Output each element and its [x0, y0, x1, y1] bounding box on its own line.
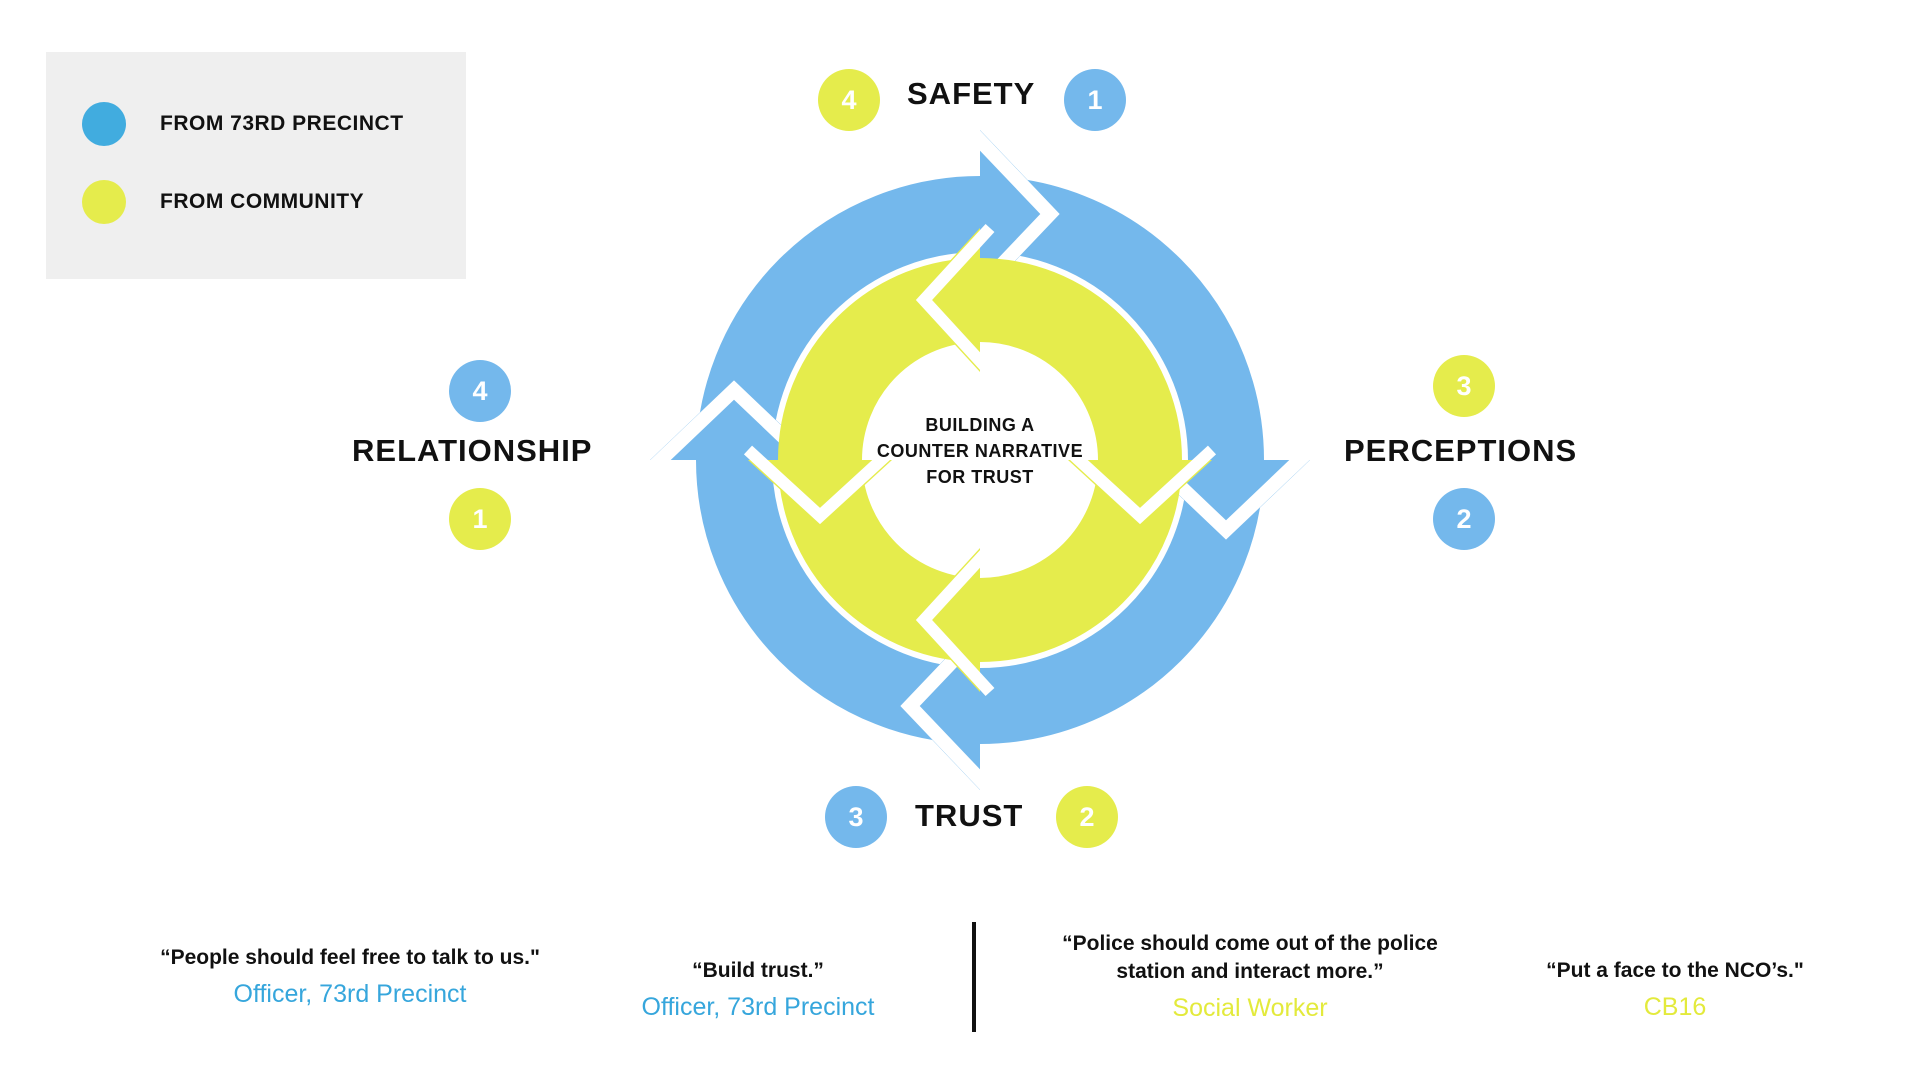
precinct-rank-badge-trust: 3	[825, 786, 887, 848]
center-title-line-1: BUILDING A	[925, 415, 1035, 435]
node-label-safety: SAFETY	[907, 76, 1036, 111]
legend: FROM 73RD PRECINCT FROM COMMUNITY	[46, 52, 466, 279]
quote-source: Officer, 73rd Precinct	[233, 980, 467, 1008]
community-dot-icon	[82, 180, 126, 224]
inner-arrow-gap-right	[1063, 445, 1217, 525]
community-rank-badge-relationship: 1	[449, 488, 511, 550]
node-label-relationship: RELATIONSHIP	[352, 433, 593, 468]
legend-item-community: FROM COMMUNITY	[82, 180, 364, 224]
quote-4: “Put a face to the NCO’s." CB16	[1505, 957, 1845, 1022]
inner-arrow-gap-top	[915, 223, 995, 377]
quote-text: “Put a face to the NCO’s."	[1546, 959, 1804, 982]
quote-source: Officer, 73rd Precinct	[641, 993, 875, 1021]
quote-divider	[972, 922, 976, 1032]
legend-label-community: FROM COMMUNITY	[160, 190, 365, 213]
precinct-rank-badge-safety: 1	[1064, 69, 1126, 131]
quote-1: “People should feel free to talk to us."…	[110, 944, 590, 1009]
quote-3: “Police should come out of the police st…	[1040, 930, 1460, 1023]
inner-arrow-gap-left	[743, 445, 897, 525]
center-title: BUILDING A COUNTER NARRATIVE FOR TRUST	[840, 412, 1120, 490]
legend-label-precinct: FROM 73RD PRECINCT	[160, 112, 404, 135]
quote-text: “Police should come out of the police st…	[1062, 932, 1438, 983]
outer-precinct-ring	[645, 125, 1315, 795]
quote-text: “People should feel free to talk to us."	[160, 946, 540, 969]
precinct-dot-icon	[82, 102, 126, 146]
quote-2: “Build trust.” Officer, 73rd Precinct	[608, 957, 908, 1022]
quote-text: “Build trust.”	[692, 959, 824, 982]
precinct-rank-badge-relationship: 4	[449, 360, 511, 422]
node-label-trust: TRUST	[915, 798, 1024, 833]
community-rank-badge-perceptions: 3	[1433, 355, 1495, 417]
center-title-line-3: FOR TRUST	[926, 467, 1034, 487]
community-rank-badge-safety: 4	[818, 69, 880, 131]
inner-community-ring	[743, 223, 1217, 697]
quote-source: CB16	[1643, 993, 1707, 1021]
outer-arrowhead-safety	[980, 130, 1060, 298]
outer-arrowhead-relationship	[650, 380, 818, 460]
precinct-rank-badge-perceptions: 2	[1433, 488, 1495, 550]
community-rank-badge-trust: 2	[1056, 786, 1118, 848]
center-title-line-2: COUNTER NARRATIVE	[876, 441, 1084, 461]
legend-item-precinct: FROM 73RD PRECINCT	[82, 102, 404, 146]
quote-source: Social Worker	[1172, 994, 1328, 1022]
inner-arrow-gap-bottom	[915, 543, 995, 697]
node-label-perceptions: PERCEPTIONS	[1344, 433, 1578, 468]
